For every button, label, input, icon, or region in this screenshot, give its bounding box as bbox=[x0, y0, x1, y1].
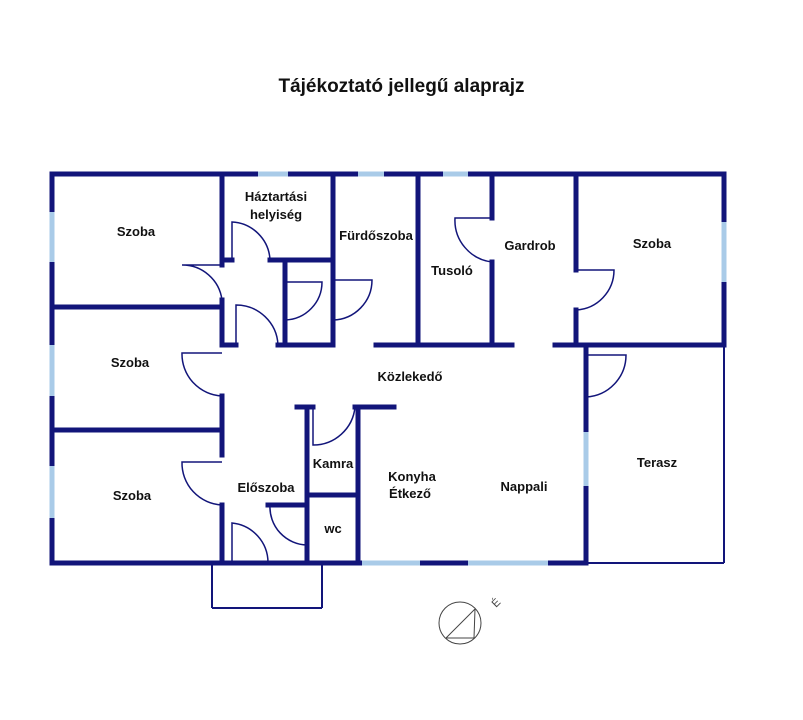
windows bbox=[49, 171, 727, 566]
plan-title: Tájékoztató jellegű alaprajz bbox=[278, 76, 525, 97]
north-arrow-icon: É bbox=[438, 596, 503, 645]
room-label-nappali: Nappali bbox=[501, 479, 548, 494]
room-label-szoba-bottom-left: Szoba bbox=[113, 488, 152, 503]
room-label-haztartasi: Háztartási bbox=[245, 189, 307, 204]
room-label-helyiseg: helyiség bbox=[250, 207, 302, 222]
terrace-outline bbox=[586, 344, 725, 564]
entrance-step bbox=[211, 563, 323, 609]
room-label-szoba-mid-left: Szoba bbox=[111, 355, 150, 370]
room-label-kamra: Kamra bbox=[313, 456, 354, 471]
room-label-gardrob: Gardrob bbox=[504, 238, 555, 253]
room-label-furdoszoba: Fürdőszoba bbox=[339, 228, 413, 243]
room-label-kozlekedo: Közlekedő bbox=[377, 369, 442, 384]
room-label-konyha: Konyha bbox=[388, 469, 436, 484]
room-labels: Szoba Háztartási helyiség Fürdőszoba Tus… bbox=[111, 189, 678, 536]
room-label-szoba-top-right: Szoba bbox=[633, 236, 672, 251]
room-label-tusolo: Tusoló bbox=[431, 263, 473, 278]
room-label-eloszoba: Előszoba bbox=[237, 480, 295, 495]
doors bbox=[181, 217, 627, 564]
room-label-szoba-top-left: Szoba bbox=[117, 224, 156, 239]
room-label-etkezo: Étkező bbox=[389, 486, 431, 501]
room-label-wc: wc bbox=[323, 521, 341, 536]
room-label-terasz: Terasz bbox=[637, 455, 678, 470]
north-label: É bbox=[489, 596, 503, 610]
